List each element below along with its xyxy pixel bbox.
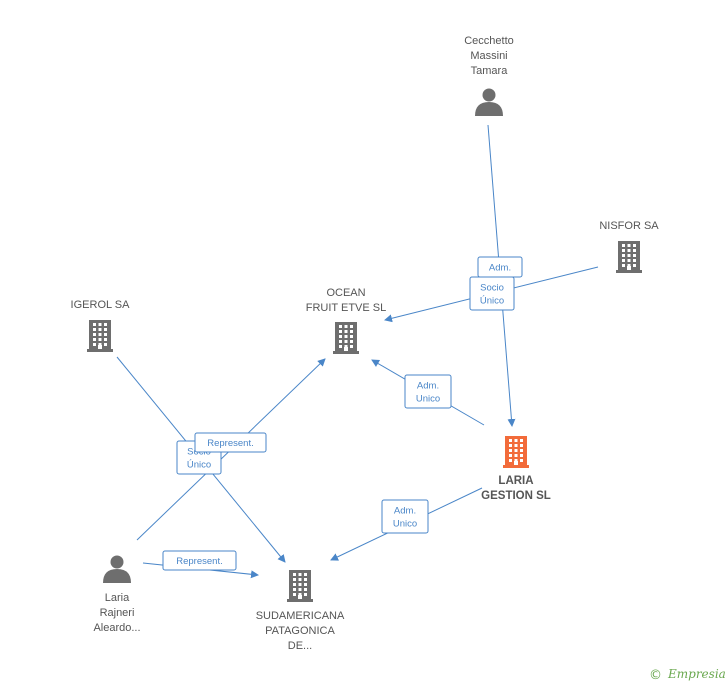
edge-label-laria_rajneri-to-ocean[interactable]: Represent.	[194, 432, 267, 453]
node-nisfor[interactable]: NISFOR SA	[599, 220, 659, 273]
footer-brand: © Empresia	[649, 667, 726, 683]
node-label: SUDAMERICANA	[256, 610, 345, 622]
node-label: Rajneri	[100, 607, 135, 619]
edge-label-text: Unico	[393, 519, 417, 530]
node-label: Massini	[470, 50, 507, 62]
edge-label-text: Unico	[416, 394, 440, 405]
person-icon	[103, 555, 131, 583]
copyright-symbol: ©	[649, 668, 662, 683]
building-icon	[87, 320, 113, 352]
node-label: NISFOR SA	[599, 220, 659, 232]
edge-label-cecchetto-to-laria_gestion[interactable]: Adm.	[477, 256, 523, 278]
edge-label-text: Represent.	[207, 438, 253, 449]
edge-label-text: Adm.	[489, 263, 511, 274]
edge-label-laria_gestion-to-sudamericana[interactable]: Adm. Unico	[381, 499, 429, 534]
building-icon	[333, 322, 359, 354]
brand-name[interactable]: Empresia	[667, 667, 726, 681]
node-laria-rajneri[interactable]: LariaRajneriAleardo...	[93, 555, 141, 635]
edge-label-laria_gestion-to-ocean[interactable]: Adm. Unico	[404, 374, 452, 409]
node-ocean[interactable]: OCEAN FRUIT ETVE SL	[306, 287, 386, 354]
node-label: Laria	[105, 592, 130, 604]
edge-label-text: Adm.	[417, 381, 439, 392]
building-icon	[503, 436, 529, 468]
edge-label-text: Represent.	[176, 556, 222, 567]
node-label: Tamara	[471, 65, 509, 77]
node-label: PATAGONICA	[265, 625, 335, 637]
node-label: Aleardo...	[93, 622, 140, 634]
node-igerol[interactable]: IGEROL SA	[71, 299, 131, 352]
node-label: FRUIT ETVE SL	[306, 302, 386, 314]
node-label: Cecchetto	[464, 35, 514, 47]
node-sudamericana[interactable]: SUDAMERICANA PATAGONICA DE...	[256, 570, 345, 652]
node-label: DE...	[288, 640, 312, 652]
node-label: IGEROL SA	[71, 299, 131, 311]
edge-label-laria_rajneri-to-sudamericana[interactable]: Represent.	[162, 550, 237, 571]
person-icon	[475, 88, 503, 116]
edge-label-text: Socio	[480, 283, 504, 294]
node-label: LARIA	[498, 475, 533, 487]
edge-label-text: Único	[187, 460, 211, 471]
edge-label-text: Único	[480, 296, 504, 307]
node-label: OCEAN	[326, 287, 365, 299]
building-icon	[616, 241, 642, 273]
node-laria-gestion[interactable]: LARIA GESTION SL	[481, 436, 551, 502]
building-icon	[287, 570, 313, 602]
edge-label-text: Adm.	[394, 506, 416, 517]
node-label: GESTION SL	[481, 490, 551, 502]
